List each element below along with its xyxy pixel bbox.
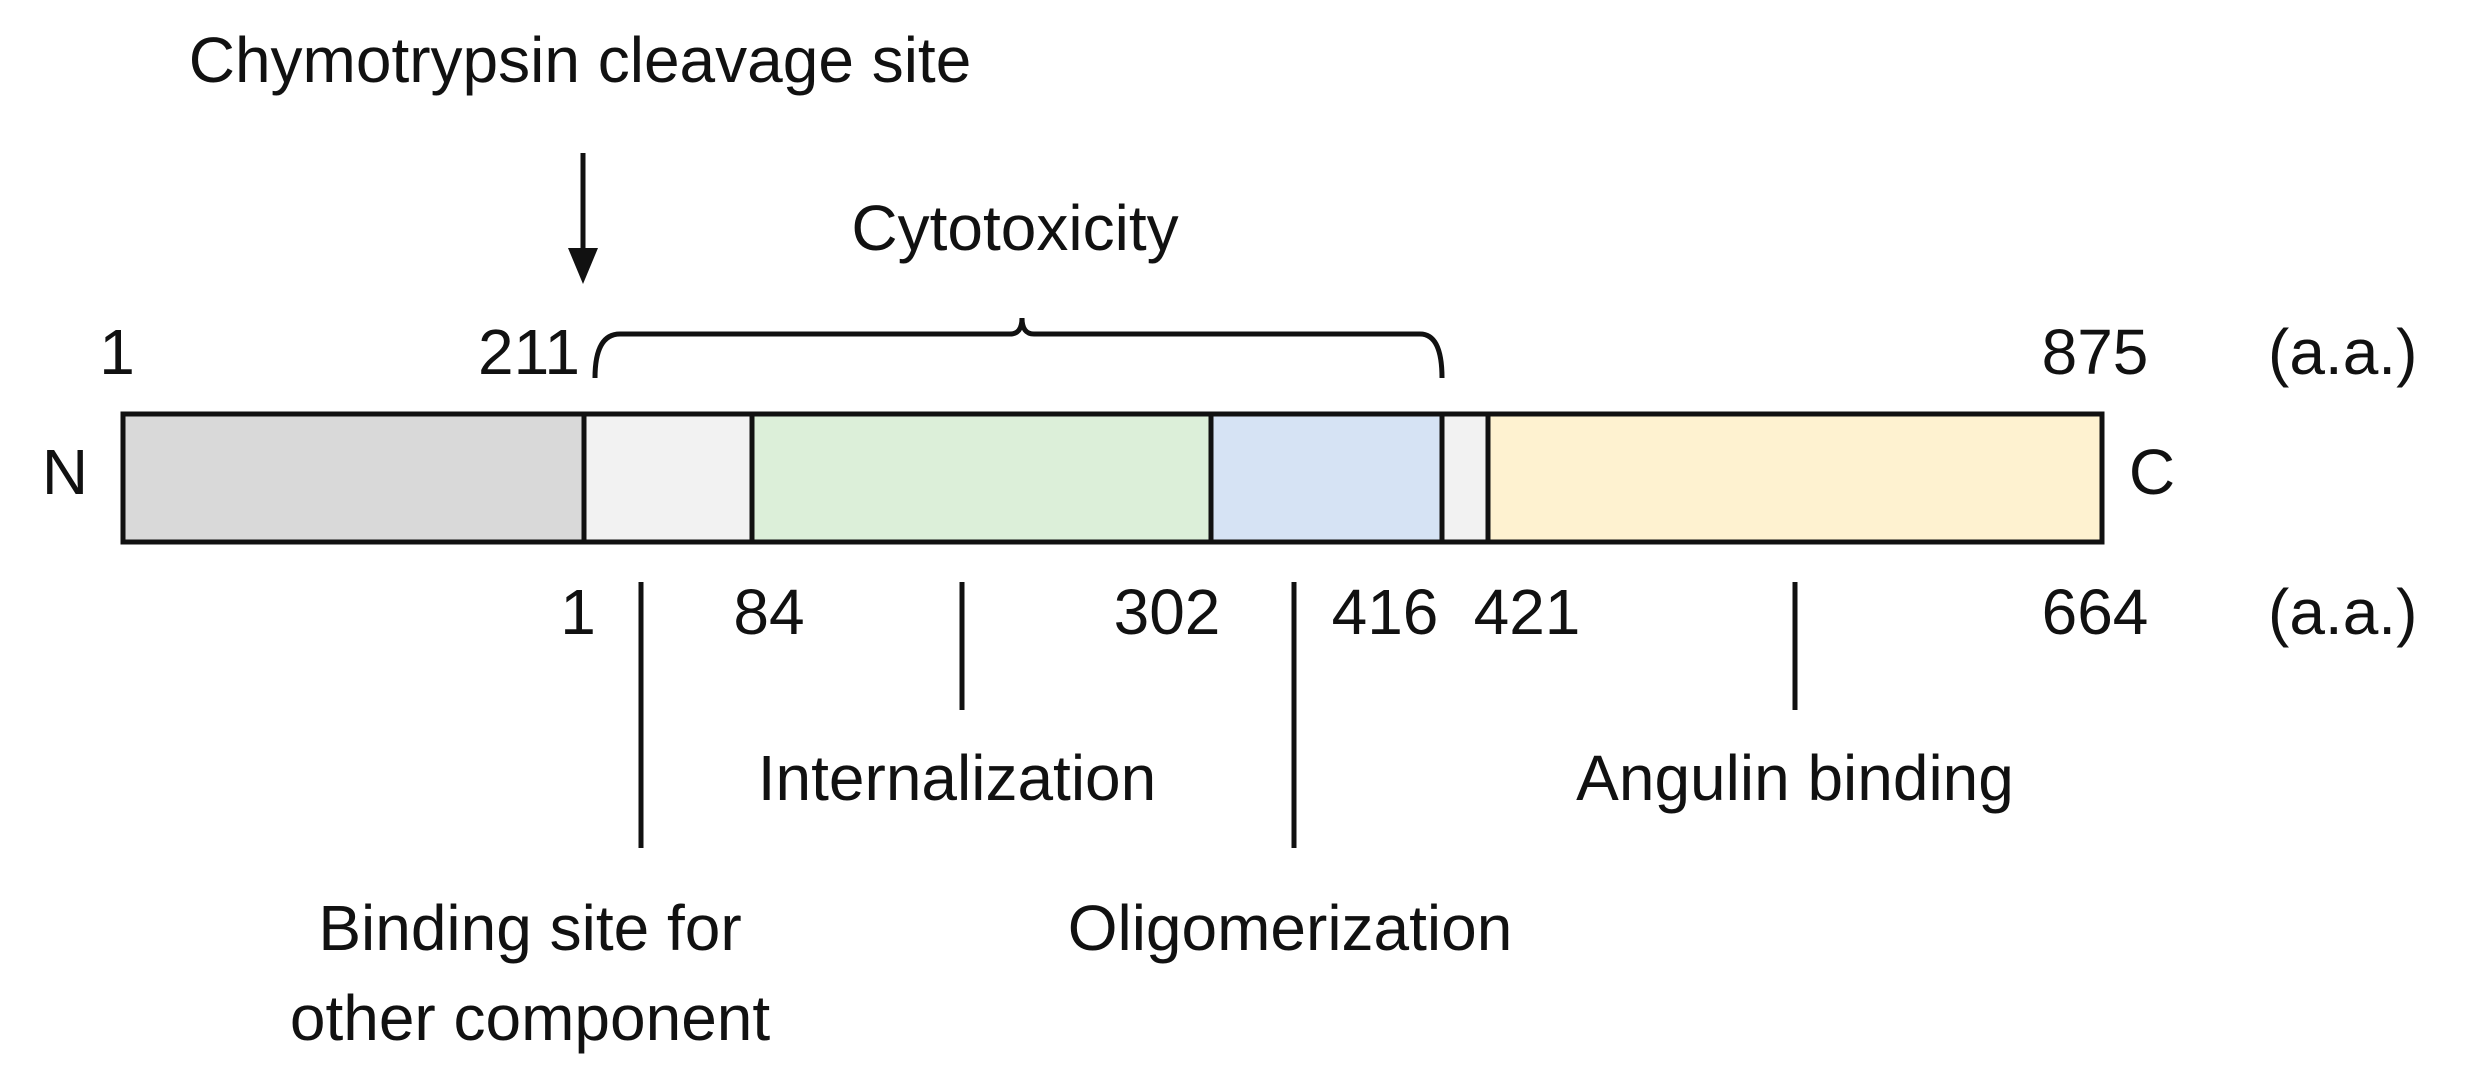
linker-segment — [1439, 411, 1491, 545]
top-scale-end: 875 — [2042, 316, 2149, 388]
prodomain-segment — [120, 411, 587, 545]
cytotoxicity-label: Cytotoxicity — [851, 192, 1178, 264]
bottom-scale-1: 1 — [560, 576, 596, 648]
cytotoxicity-brace — [592, 317, 1445, 379]
cleavage-arrow-head — [568, 248, 598, 284]
bottom-scale-416: 416 — [1332, 576, 1439, 648]
cleavage-site-label: Chymotrypsin cleavage site — [189, 24, 972, 96]
oligomerization-label: Oligomerization — [1068, 892, 1513, 964]
bottom-scale-302: 302 — [1114, 576, 1221, 648]
n-terminus-label: N — [42, 436, 88, 508]
angulin-binding-label: Angulin binding — [1576, 742, 2014, 814]
top-scale-start: 1 — [99, 316, 135, 388]
top-scale-cleavage: 211 — [478, 316, 580, 388]
oligomerization-segment — [1208, 411, 1445, 545]
protein-bar — [120, 411, 2105, 545]
angulin-segment — [1485, 411, 2105, 545]
binding-site-label-line2: other component — [290, 982, 771, 1054]
bottom-scale-unit: (a.a.) — [2268, 576, 2417, 648]
bottom-scale-664: 664 — [2042, 576, 2149, 648]
internalization-label: Internalization — [758, 742, 1156, 814]
internalization-segment — [749, 411, 1214, 545]
bottom-scale-84: 84 — [733, 576, 804, 648]
top-scale-unit: (a.a.) — [2268, 316, 2417, 388]
binding-segment — [581, 411, 755, 545]
c-terminus-label: C — [2129, 436, 2175, 508]
binding-site-label-line1: Binding site for — [318, 892, 741, 964]
bottom-scale-421: 421 — [1474, 576, 1581, 648]
